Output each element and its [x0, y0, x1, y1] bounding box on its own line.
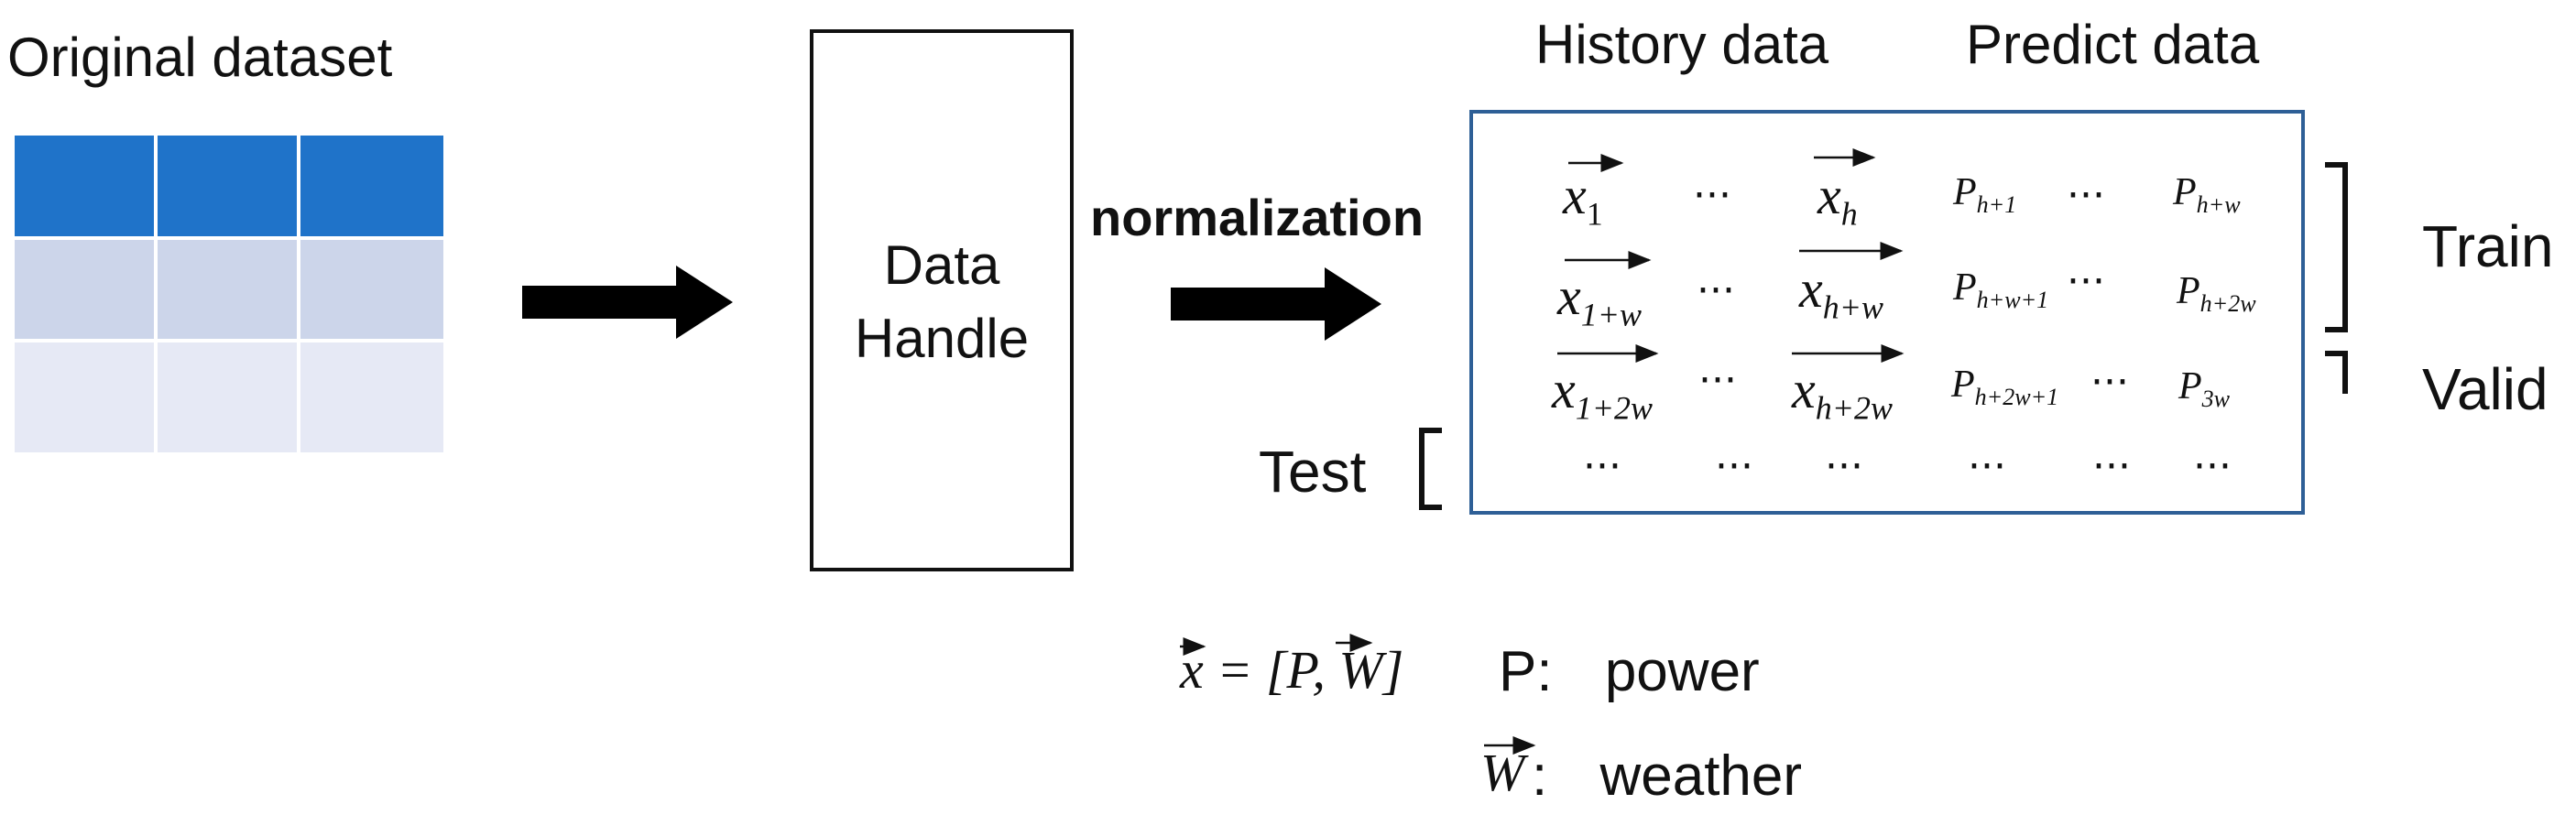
x-cell-row3-first: x1+2w [1552, 360, 1653, 427]
ellipsis: ··· [2067, 258, 2105, 305]
normalization-label: normalization [1090, 189, 1424, 246]
predict-data-header: Predict data [1966, 14, 2260, 75]
ellipsis: ··· [1968, 443, 2006, 490]
original-dataset-title: Original dataset [7, 27, 393, 88]
ellipsis: ··· [1693, 172, 1731, 219]
ellipsis: ··· [1697, 267, 1735, 314]
weather-vector-arrow [1484, 736, 1536, 755]
ellipsis: ··· [2090, 359, 2129, 406]
x-cell-row1-first: x1 [1563, 166, 1603, 233]
p-cell-row2-first: Ph+w+1 [1953, 266, 2049, 314]
vector-arrows [1557, 148, 1905, 363]
p-cell-row3-first: Ph+2w+1 [1951, 364, 2059, 411]
data-handle-line2: Handle [854, 308, 1030, 369]
p-cell-row1-last: Ph+w [2173, 171, 2241, 219]
ellipsis: ··· [1583, 443, 1621, 490]
original-dataset-table [15, 136, 443, 452]
train-label: Train [2422, 213, 2554, 279]
weather-label: weather [1599, 744, 1803, 808]
legend-weather-row: : weather [1532, 744, 1802, 809]
ellipsis: ··· [1698, 357, 1737, 404]
table-row [15, 240, 443, 339]
p-cell-row2-last: Ph+2w [2177, 270, 2256, 318]
x-cell-row2-last: xh+w [1799, 259, 1883, 326]
x-cell-row3-last: xh+2w [1792, 360, 1893, 427]
history-data-header: History data [1535, 14, 1829, 75]
ellipsis: ··· [2067, 172, 2105, 219]
power-symbol: P [1499, 640, 1537, 703]
ellipsis: ··· [1715, 443, 1753, 490]
p-cell-row1-first: Ph+1 [1953, 171, 2017, 219]
separator: : [1536, 640, 1553, 703]
x-cell-row2-first: x1+w [1557, 266, 1642, 333]
separator: : [1532, 744, 1548, 808]
ellipsis: ··· [2092, 443, 2131, 490]
data-matrix [1469, 110, 2305, 515]
x-cell-row1-last: xh [1817, 166, 1858, 233]
table-row [15, 342, 443, 452]
test-label: Test [1259, 439, 1367, 505]
power-label: power [1604, 640, 1760, 703]
table-header-row [15, 136, 443, 236]
arrow-to-matrix [1171, 267, 1381, 341]
test-bracket [1419, 428, 1442, 510]
p-cell-row3-last: P3w [2178, 365, 2231, 413]
legend-power-row: P: power [1499, 639, 1760, 704]
valid-label: Valid [2422, 356, 2549, 422]
ellipsis: ··· [1825, 443, 1863, 490]
arrow-to-handle [522, 266, 733, 339]
data-handle-line1: Data [883, 234, 1000, 296]
formula-vector-arrows [1180, 634, 1373, 656]
data-handle-label: Data Handle [810, 229, 1074, 375]
ellipsis: ··· [2193, 443, 2232, 490]
split-brackets [2325, 162, 2348, 394]
data-handle-box [810, 29, 1074, 571]
